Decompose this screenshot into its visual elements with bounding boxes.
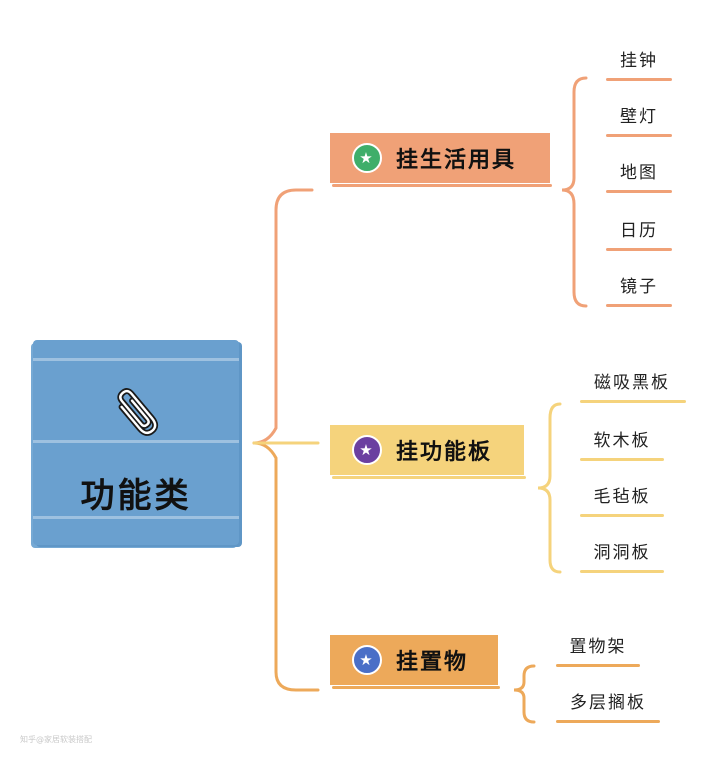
leaf-underline (580, 514, 664, 517)
brush-stroke (33, 358, 239, 361)
brush-stroke (332, 476, 526, 479)
star-icon: ★ (352, 143, 382, 173)
leaf-item: 多层搁板 (570, 693, 646, 713)
paperclip-icon (117, 388, 159, 436)
leaf-item: 置物架 (569, 637, 627, 657)
root-title: 功能类 (80, 476, 192, 516)
brush-stroke (332, 184, 552, 187)
leaf-underline (556, 664, 640, 667)
leaf-item: 镜子 (620, 277, 658, 297)
leaf-underline (606, 134, 672, 137)
leaf-item: 软木板 (593, 431, 651, 451)
star-icon: ★ (352, 645, 382, 675)
brush-stroke (33, 516, 239, 519)
leaf-underline (606, 248, 672, 251)
leaf-item: 磁吸黑板 (594, 373, 670, 393)
leaf-item: 洞洞板 (593, 543, 651, 563)
watermark: 知乎@家居软装搭配 (20, 735, 92, 744)
leaf-underline (606, 304, 672, 307)
leaf-underline (580, 570, 664, 573)
star-icon: ★ (352, 435, 382, 465)
leaf-underline (606, 78, 672, 81)
branch-node-3: ★ 挂置物 (330, 635, 500, 689)
leaf-underline (580, 458, 664, 461)
branch-node-2: ★ 挂功能板 (330, 425, 526, 479)
root-node: 功能类 (33, 340, 239, 545)
leaf-item: 毛毡板 (593, 487, 651, 507)
leaf-item: 地图 (620, 163, 658, 183)
leaf-underline (580, 400, 686, 403)
leaf-underline (556, 720, 660, 723)
branch-node-1: ★ 挂生活用具 (330, 133, 552, 187)
branch-label: 挂生活用具 (396, 148, 517, 173)
leaf-item: 日历 (620, 221, 658, 241)
brush-stroke (332, 686, 500, 689)
leaf-item: 壁灯 (620, 107, 658, 127)
leaf-underline (606, 190, 672, 193)
brush-stroke (33, 440, 239, 443)
branch-label: 挂置物 (396, 650, 469, 675)
branch-label: 挂功能板 (396, 440, 493, 465)
leaf-item: 挂钟 (620, 51, 658, 71)
